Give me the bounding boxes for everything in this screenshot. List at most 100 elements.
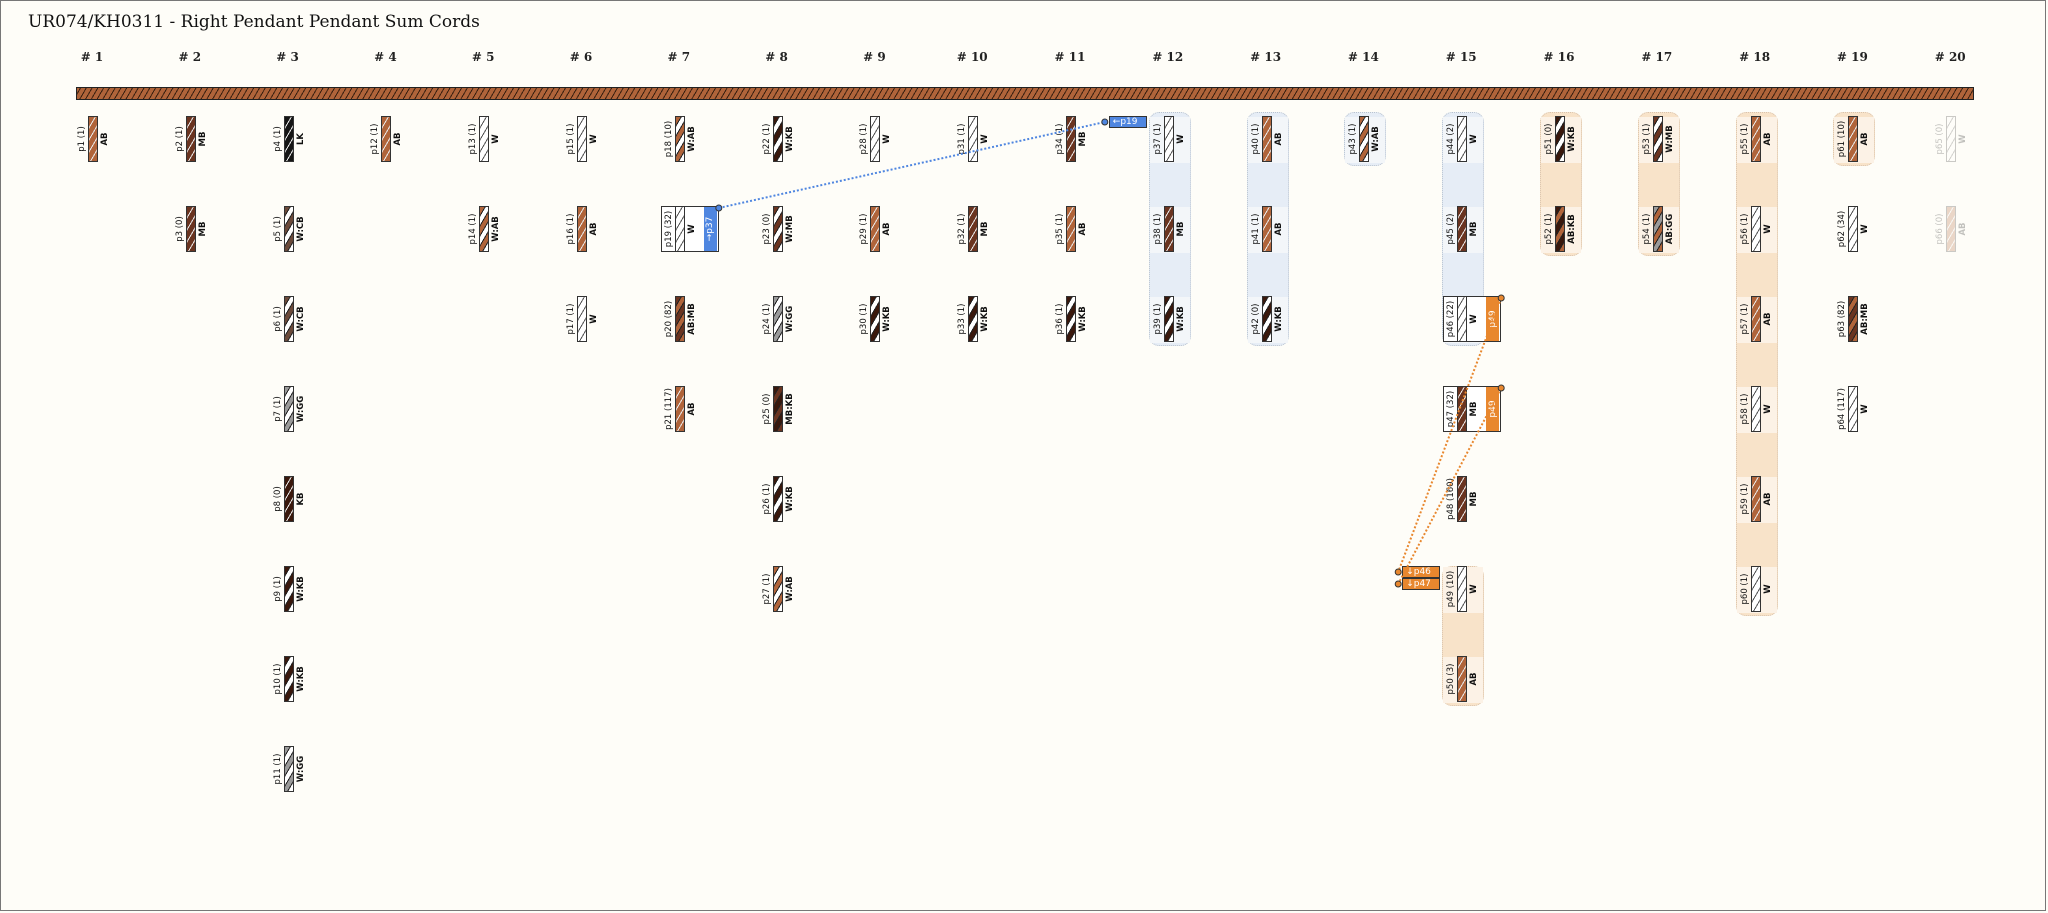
- pendant-p38[interactable]: p38 (1)MB: [1150, 206, 1190, 252]
- summed-pendant-box[interactable]: →p37: [660, 206, 719, 252]
- pendant-p20[interactable]: p20 (82)AB:MB: [661, 296, 701, 342]
- pendant-cord[interactable]: [1261, 296, 1272, 342]
- pendant-cord[interactable]: [185, 116, 196, 162]
- pendant-p59[interactable]: p59 (1)AB: [1737, 476, 1777, 522]
- pendant-cord[interactable]: [1457, 476, 1468, 522]
- summed-pendant-box[interactable]: p49: [1443, 296, 1502, 342]
- pendant-p62[interactable]: p62 (34)W: [1834, 206, 1874, 252]
- pendant-p48[interactable]: p48 (160)MB: [1443, 476, 1483, 522]
- sum-link-label[interactable]: p49: [1486, 387, 1500, 431]
- pendant-p30[interactable]: p30 (1)W:KB: [856, 296, 896, 342]
- pendant-p36[interactable]: p36 (1)W:KB: [1052, 296, 1092, 342]
- pendant-cord[interactable]: [185, 206, 196, 252]
- pendant-cord[interactable]: [1163, 206, 1174, 252]
- pendant-p6[interactable]: p6 (1)W:CB: [270, 296, 310, 342]
- pendant-p39[interactable]: p39 (1)W:KB: [1150, 296, 1190, 342]
- incoming-sum-tag[interactable]: ↓p47: [1402, 578, 1441, 590]
- pendant-cord[interactable]: [283, 476, 294, 522]
- pendant-cord[interactable]: [1750, 206, 1761, 252]
- pendant-cord[interactable]: [283, 386, 294, 432]
- pendant-p29[interactable]: p29 (1)AB: [856, 206, 896, 252]
- pendant-cord[interactable]: [577, 206, 587, 252]
- pendant-cord[interactable]: [772, 116, 783, 162]
- pendant-cord[interactable]: [870, 296, 881, 342]
- pendant-p28[interactable]: p28 (1)W: [856, 116, 896, 162]
- pendant-p61[interactable]: p61 (10)AB: [1834, 116, 1874, 162]
- pendant-cord[interactable]: [283, 116, 294, 162]
- pendant-cord[interactable]: [283, 656, 294, 702]
- pendant-p3[interactable]: p3 (0)MB: [172, 206, 212, 252]
- pendant-cord[interactable]: [1457, 296, 1468, 342]
- pendant-p8[interactable]: p8 (0)KB: [270, 476, 310, 522]
- pendant-cord[interactable]: [1163, 296, 1174, 342]
- pendant-p25[interactable]: p25 (0)MB:KB: [759, 386, 799, 432]
- pendant-cord[interactable]: [674, 386, 685, 432]
- pendant-cord[interactable]: [674, 206, 685, 252]
- pendant-p17[interactable]: p17 (1)W: [563, 296, 603, 342]
- pendant-cord[interactable]: [1555, 206, 1565, 252]
- pendant-cord[interactable]: [1457, 386, 1468, 432]
- pendant-cord[interactable]: [1848, 116, 1859, 162]
- pendant-p51[interactable]: p51 (0)W:KB: [1541, 116, 1581, 162]
- pendant-p21[interactable]: p21 (117)AB: [661, 386, 701, 432]
- pendant-p23[interactable]: p23 (0)W:MB: [759, 206, 799, 252]
- pendant-p40[interactable]: p40 (1)AB: [1248, 116, 1288, 162]
- pendant-cord[interactable]: [1848, 386, 1859, 432]
- pendant-p10[interactable]: p10 (1)W:KB: [270, 656, 310, 702]
- summed-pendant-box[interactable]: p49: [1443, 386, 1502, 432]
- pendant-p65[interactable]: p65 (0)W: [1932, 116, 1972, 162]
- pendant-cord[interactable]: [968, 296, 979, 342]
- pendant-p37[interactable]: p37 (1)W: [1150, 116, 1190, 162]
- pendant-cord[interactable]: [1457, 116, 1468, 162]
- pendant-p5[interactable]: p5 (1)W:CB: [270, 206, 310, 252]
- pendant-p45[interactable]: p45 (2)MB: [1443, 206, 1483, 252]
- pendant-p54[interactable]: p54 (1)AB:GG: [1639, 206, 1679, 252]
- pendant-cord[interactable]: [1848, 296, 1859, 342]
- pendant-cord[interactable]: [1457, 656, 1468, 702]
- pendant-cord[interactable]: [870, 116, 881, 162]
- pendant-p63[interactable]: p63 (82)AB:MB: [1834, 296, 1874, 342]
- pendant-cord[interactable]: [1750, 476, 1761, 522]
- sum-link-label[interactable]: →p37: [703, 207, 717, 251]
- pendant-cord[interactable]: [479, 116, 490, 162]
- pendant-p9[interactable]: p9 (1)W:KB: [270, 566, 310, 612]
- pendant-p44[interactable]: p44 (2)W: [1443, 116, 1483, 162]
- pendant-p41[interactable]: p41 (1)AB: [1248, 206, 1288, 252]
- pendant-cord[interactable]: [283, 206, 294, 252]
- pendant-cord[interactable]: [1163, 116, 1174, 162]
- pendant-cord[interactable]: [1750, 296, 1761, 342]
- pendant-cord[interactable]: [381, 116, 392, 162]
- pendant-cord[interactable]: [1750, 116, 1761, 162]
- pendant-cord[interactable]: [870, 206, 881, 252]
- pendant-p24[interactable]: p24 (1)W:GG: [759, 296, 799, 342]
- pendant-p12[interactable]: p12 (1)AB: [367, 116, 407, 162]
- pendant-p35[interactable]: p35 (1)AB: [1052, 206, 1092, 252]
- pendant-cord[interactable]: [479, 206, 490, 252]
- pendant-cord[interactable]: [1261, 116, 1272, 162]
- pendant-p11[interactable]: p11 (1)W:GG: [270, 746, 310, 792]
- sum-link-label[interactable]: p49: [1486, 297, 1500, 341]
- pendant-p53[interactable]: p53 (1)W:MB: [1639, 116, 1679, 162]
- pendant-cord[interactable]: [1652, 116, 1663, 162]
- pendant-cord[interactable]: [968, 206, 979, 252]
- pendant-p19[interactable]: p19 (32)W: [661, 206, 701, 252]
- incoming-sum-tag[interactable]: ←p19: [1108, 116, 1147, 128]
- pendant-cord[interactable]: [772, 296, 783, 342]
- pendant-cord[interactable]: [1066, 296, 1076, 342]
- pendant-cord[interactable]: [1066, 206, 1076, 252]
- pendant-cord[interactable]: [772, 386, 783, 432]
- pendant-p55[interactable]: p55 (1)AB: [1737, 116, 1777, 162]
- pendant-p60[interactable]: p60 (1)W: [1737, 566, 1777, 612]
- pendant-cord[interactable]: [88, 116, 98, 162]
- pendant-p16[interactable]: p16 (1)AB: [563, 206, 603, 252]
- pendant-p64[interactable]: p64 (117)W: [1834, 386, 1874, 432]
- pendant-cord[interactable]: [968, 116, 979, 162]
- pendant-p1[interactable]: p1 (1)AB: [74, 116, 114, 162]
- pendant-p22[interactable]: p22 (1)W:KB: [759, 116, 799, 162]
- pendant-cord[interactable]: [1066, 116, 1076, 162]
- pendant-p7[interactable]: p7 (1)W:GG: [270, 386, 310, 432]
- pendant-p43[interactable]: p43 (1)W:AB: [1345, 116, 1385, 162]
- pendant-p31[interactable]: p31 (1)W: [954, 116, 994, 162]
- pendant-cord[interactable]: [1359, 116, 1370, 162]
- pendant-cord[interactable]: [1457, 206, 1468, 252]
